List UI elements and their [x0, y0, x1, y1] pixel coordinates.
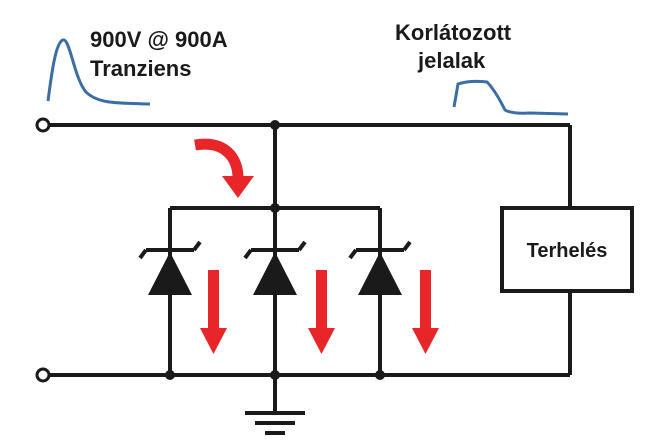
load-box [500, 206, 634, 293]
wires [49, 123, 572, 413]
limited-label-line1: Korlátozott [395, 20, 512, 45]
junctions [165, 120, 385, 380]
current-arrow-icon [194, 138, 254, 198]
ground-icon [245, 411, 305, 435]
transient-value-label: 900V @ 900A [90, 27, 228, 52]
transient-label: Tranziens [90, 56, 191, 81]
limited-label-line2: jelalak [417, 48, 486, 73]
tvs-diode-icon [243, 240, 307, 295]
load-label: Terhelés [527, 240, 608, 262]
clamped-waveform-icon [452, 79, 569, 116]
terminal-icon [35, 367, 51, 383]
current-arrow-icon [200, 270, 227, 354]
tvs-diode-icon [348, 240, 412, 295]
transient-waveform-icon [46, 38, 151, 106]
terminal-icon [35, 117, 51, 133]
tvs-diode-icon [138, 240, 202, 295]
current-arrow-icon [412, 270, 439, 354]
current-arrow-icon [308, 270, 335, 354]
